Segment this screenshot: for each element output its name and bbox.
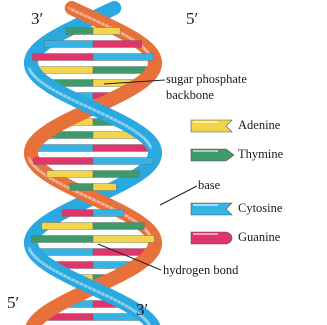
- key-guanine: Guanine: [188, 228, 318, 248]
- label-3prime-top-left: 3′: [31, 9, 43, 29]
- base-rung: [44, 41, 93, 48]
- strand-highlight: [90, 18, 94, 20]
- label-hydrogen-bond: hydrogen bond: [163, 263, 238, 277]
- label-3prime-bottom-right: 3′: [136, 300, 148, 320]
- label-backbone: backbone: [166, 88, 214, 102]
- strand-highlight: [90, 198, 94, 200]
- key-label-adenine: Adenine: [238, 118, 280, 132]
- key-label-guanine: Guanine: [238, 230, 280, 244]
- base-rung: [33, 158, 93, 165]
- label-sugar-phosphate: sugar phosphate: [166, 72, 247, 86]
- label-5prime-top-right: 5′: [186, 9, 198, 29]
- strand-highlight: [90, 108, 94, 110]
- base-rung: [70, 184, 93, 191]
- key-thymine: Thymine: [188, 145, 318, 165]
- base-rung: [62, 210, 93, 217]
- key-label-thymine: Thymine: [238, 147, 283, 161]
- base-rung: [32, 54, 93, 61]
- key-cytosine: Cytosine: [188, 199, 318, 219]
- base-rung: [93, 171, 139, 178]
- label-5prime-bottom-left: 5′: [7, 293, 19, 313]
- base-rung: [93, 236, 154, 243]
- adenine-swatch: [188, 116, 236, 136]
- key-label-cytosine: Cytosine: [238, 201, 282, 215]
- thymine-swatch: [188, 145, 236, 165]
- base-rung: [47, 171, 93, 178]
- base-rung: [66, 28, 93, 35]
- base-rung: [93, 184, 116, 191]
- base-rung: [42, 223, 93, 230]
- cytosine-swatch: [188, 199, 236, 219]
- base-rung: [93, 223, 144, 230]
- strand-segment: [110, 8, 114, 10]
- key-adenine: Adenine: [188, 116, 318, 136]
- base-rung: [93, 28, 120, 35]
- base-rung: [93, 158, 153, 165]
- base-rung: [93, 210, 124, 217]
- base-rung: [93, 41, 142, 48]
- base-rung: [93, 54, 154, 61]
- strand-highlight: [90, 288, 94, 290]
- guanine-swatch: [188, 228, 236, 248]
- base-rung: [32, 236, 93, 243]
- label-base: base: [198, 178, 220, 192]
